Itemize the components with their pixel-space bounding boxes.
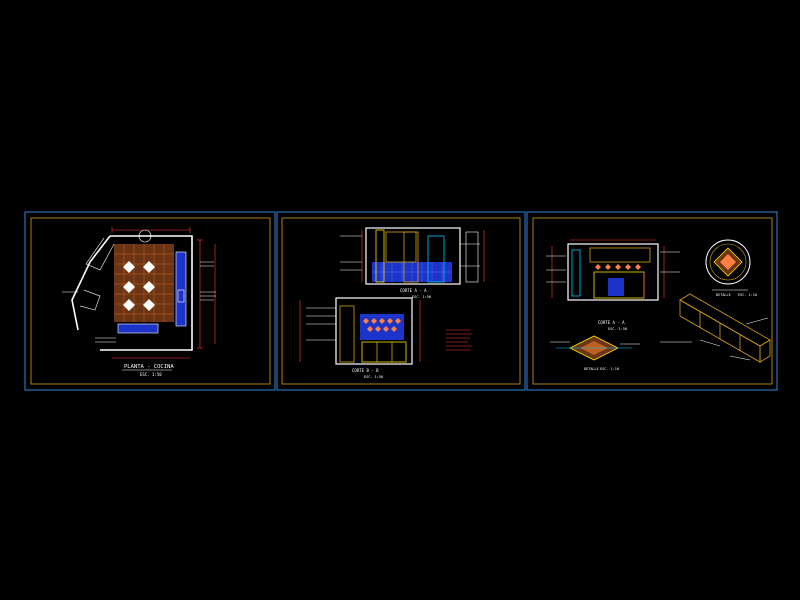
- dimension-lines: [111, 227, 216, 359]
- angled-wall: [71, 235, 111, 331]
- corte-a-a-elevation: CORTE A - A ESC. 1:50: [340, 227, 485, 299]
- sheet-2-frame: [281, 217, 521, 385]
- sheet-3-corte-caption: CORTE A - A: [598, 320, 625, 325]
- corte-b-b-scale: ESC. 1:50: [364, 375, 383, 379]
- sheet-3-elevation: CORTE A - A ESC. 1:50: [546, 239, 680, 331]
- floor-diamonds: [123, 261, 155, 311]
- tile-pattern: [363, 318, 401, 332]
- sheet-2: CORTE A - A ESC. 1:50: [276, 211, 526, 391]
- right-counter: [175, 251, 187, 327]
- pedestal-detail: DETALLE ESC. 1:10: [550, 335, 692, 371]
- sheet-1: PLANTA - COCINA ESC. 1:50: [24, 211, 276, 391]
- sink: [177, 289, 185, 303]
- callout-notes: [62, 261, 216, 343]
- kitchen-floor-plan: [62, 227, 216, 359]
- sheet-3: CORTE A - A ESC. 1:50 DETALLE ESC. 1:10: [526, 211, 778, 391]
- bottom-counter: [117, 323, 159, 334]
- corte-b-b-elevation: CORTE B - B ESC. 1:50: [299, 297, 472, 379]
- pedestal-detail-scale: ESC. 1:10: [600, 367, 619, 371]
- tile-grid: [114, 244, 174, 322]
- door-swing: [138, 229, 152, 243]
- sheet-3-border: [526, 211, 778, 391]
- sheet-3-frame: [532, 217, 773, 385]
- circular-detail-caption: DETALLE: [716, 293, 731, 297]
- view-scale: ESC. 1:50: [140, 372, 162, 377]
- sheet-1-border: [24, 211, 276, 391]
- pedestal-detail-caption: DETALLE: [584, 367, 599, 371]
- isometric-counter: [679, 293, 771, 363]
- circular-detail-scale: ESC. 1:10: [738, 293, 757, 297]
- corte-b-b-caption: CORTE B - B: [352, 368, 379, 373]
- sheet-2-border: [276, 211, 526, 391]
- circular-detail: DETALLE ESC. 1:10: [705, 239, 757, 297]
- planta-caption: PLANTA - COCINA ESC. 1:50: [122, 364, 174, 377]
- sheet-3-corte-scale: ESC. 1:50: [608, 327, 627, 331]
- corte-a-a-caption: CORTE A - A: [400, 288, 427, 293]
- sheet-1-frame: [30, 217, 271, 385]
- notes-block: [446, 329, 472, 351]
- view-caption: PLANTA - COCINA: [124, 364, 174, 370]
- corte-a-a-scale: ESC. 1:50: [412, 295, 431, 299]
